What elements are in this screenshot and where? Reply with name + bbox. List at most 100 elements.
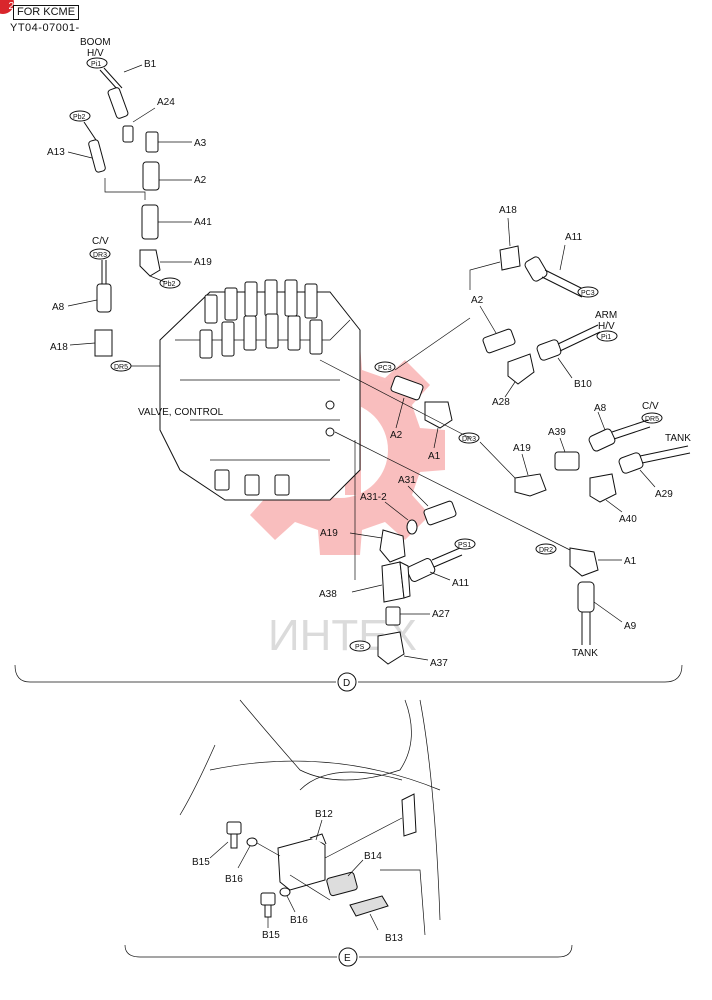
section-d-bracket: D xyxy=(14,664,683,692)
label-a19-left: A19 xyxy=(194,257,212,268)
label-tank-right: TANK xyxy=(665,433,691,444)
label-a38: A38 xyxy=(319,589,337,600)
port-tag-pb2-b: Pb2 xyxy=(159,277,181,289)
svg-text:DR5: DR5 xyxy=(114,364,128,371)
label-b12: B12 xyxy=(315,809,333,820)
svg-text:DR3: DR3 xyxy=(93,252,107,259)
svg-text:PC3: PC3 xyxy=(378,365,392,372)
label-a41: A41 xyxy=(194,217,212,228)
cover-b13 xyxy=(349,895,389,917)
label-tank-bottom: TANK xyxy=(572,648,598,659)
serial-range: YT04-07001- xyxy=(10,22,80,34)
label-a8-left: A8 xyxy=(52,302,65,313)
port-tag-ps1: PS1 xyxy=(454,538,476,550)
label-a1-mid: A1 xyxy=(428,451,441,462)
fitting-a3 xyxy=(145,131,159,153)
label-a18-top: A18 xyxy=(499,205,517,216)
label-a2-left: A2 xyxy=(194,175,207,186)
arm-hv-label: ARM H/V xyxy=(595,310,617,332)
fitting-a41 xyxy=(141,204,159,240)
control-valve-body xyxy=(159,279,361,501)
label-b15-top: B15 xyxy=(192,857,210,868)
fitting-a19-right xyxy=(514,473,547,497)
port-tag-dr5-left: DR5 xyxy=(110,360,132,372)
svg-text:Pb2: Pb2 xyxy=(73,114,86,121)
valve-control-label: VALVE, CONTROL xyxy=(138,407,224,418)
label-a24: A24 xyxy=(157,97,175,108)
label-b13: B13 xyxy=(385,933,403,944)
label-b16-top: B16 xyxy=(225,874,243,885)
label-a27: A27 xyxy=(432,609,450,620)
clip-b14 xyxy=(326,871,358,897)
label-a3: A3 xyxy=(194,138,207,149)
boom-hv-label: BOOM H/V xyxy=(80,37,111,59)
label-a29: A29 xyxy=(655,489,673,500)
fitting-a40 xyxy=(589,473,617,503)
svg-text:PC3: PC3 xyxy=(581,290,595,297)
fitting-a2-left xyxy=(142,161,160,191)
label-cv-right: C/V xyxy=(642,401,659,412)
svg-text:ARM: ARM xyxy=(595,310,617,321)
fitting-a24 xyxy=(122,125,134,143)
hose-a29 xyxy=(618,445,691,474)
fitting-a19-left xyxy=(139,249,161,277)
port-tag-dr3-left: DR3 xyxy=(89,248,111,260)
fitting-a1-right xyxy=(569,547,599,577)
label-a2-mid: A2 xyxy=(390,430,403,441)
port-tag-dr3-mid: DR3 xyxy=(458,432,480,444)
washer-b16-top xyxy=(246,837,258,847)
label-cv-left: C/V xyxy=(92,236,109,247)
port-tag-pi1-left: Pi1 xyxy=(86,57,108,69)
svg-text:DR2: DR2 xyxy=(539,547,553,554)
svg-text:Pi1: Pi1 xyxy=(91,61,101,68)
svg-text:BOOM: BOOM xyxy=(80,37,111,48)
section-e-bracket: E xyxy=(124,944,573,967)
label-a31-2: A31-2 xyxy=(360,492,387,503)
page-number-badge: 2 xyxy=(0,0,14,14)
label-b15-bottom: B15 xyxy=(262,930,280,941)
label-a39: A39 xyxy=(548,427,566,438)
label-a11-top: A11 xyxy=(565,232,582,243)
svg-text:PS1: PS1 xyxy=(458,542,471,549)
washer-b16-bottom xyxy=(279,887,291,897)
svg-text:H/V: H/V xyxy=(598,321,615,332)
label-b16-bottom: B16 xyxy=(290,915,308,926)
svg-text:Pb2: Pb2 xyxy=(163,281,176,288)
label-a19-low: A19 xyxy=(320,528,338,539)
hose-a13 xyxy=(83,121,106,173)
label-b1: B1 xyxy=(144,59,157,70)
fitting-a2-mid xyxy=(390,375,424,401)
fitting-a31 xyxy=(423,500,457,526)
block-a38 xyxy=(381,561,411,603)
svg-text:H/V: H/V xyxy=(87,48,104,59)
label-a28: A28 xyxy=(492,397,510,408)
label-a2-right: A2 xyxy=(471,295,484,306)
hose-a8-right xyxy=(588,419,651,452)
label-a1-right: A1 xyxy=(624,556,637,567)
port-tag-pc3-mid: PC3 xyxy=(374,361,396,373)
label-a11-low: A11 xyxy=(452,578,469,589)
machine-outline-e xyxy=(179,699,441,936)
port-tag-ps: PS xyxy=(349,640,371,652)
label-a31: A31 xyxy=(398,475,416,486)
port-tag-pb2-a: Pb2 xyxy=(69,110,91,122)
svg-text:E: E xyxy=(344,953,351,964)
label-a9: A9 xyxy=(624,621,637,632)
port-tag-dr2: DR2 xyxy=(535,543,557,555)
label-a8-right: A8 xyxy=(594,403,607,414)
port-tag-pi1-right: Pi1 xyxy=(596,330,618,342)
bolt-b15-bottom xyxy=(260,892,276,918)
hose-a8-left xyxy=(96,260,112,313)
fitting-a37 xyxy=(377,631,405,665)
label-a13: A13 xyxy=(47,147,65,158)
variant-box: FOR KCME xyxy=(13,5,80,20)
svg-text:DR5: DR5 xyxy=(645,416,659,423)
fitting-a19-low xyxy=(379,529,406,563)
hose-a11-top xyxy=(524,256,586,298)
fitting-a18-top xyxy=(499,245,521,271)
label-b10: B10 xyxy=(574,379,592,390)
fitting-a1-mid xyxy=(424,401,453,429)
svg-text:Pi1: Pi1 xyxy=(601,334,611,341)
svg-text:DR3: DR3 xyxy=(462,436,476,443)
